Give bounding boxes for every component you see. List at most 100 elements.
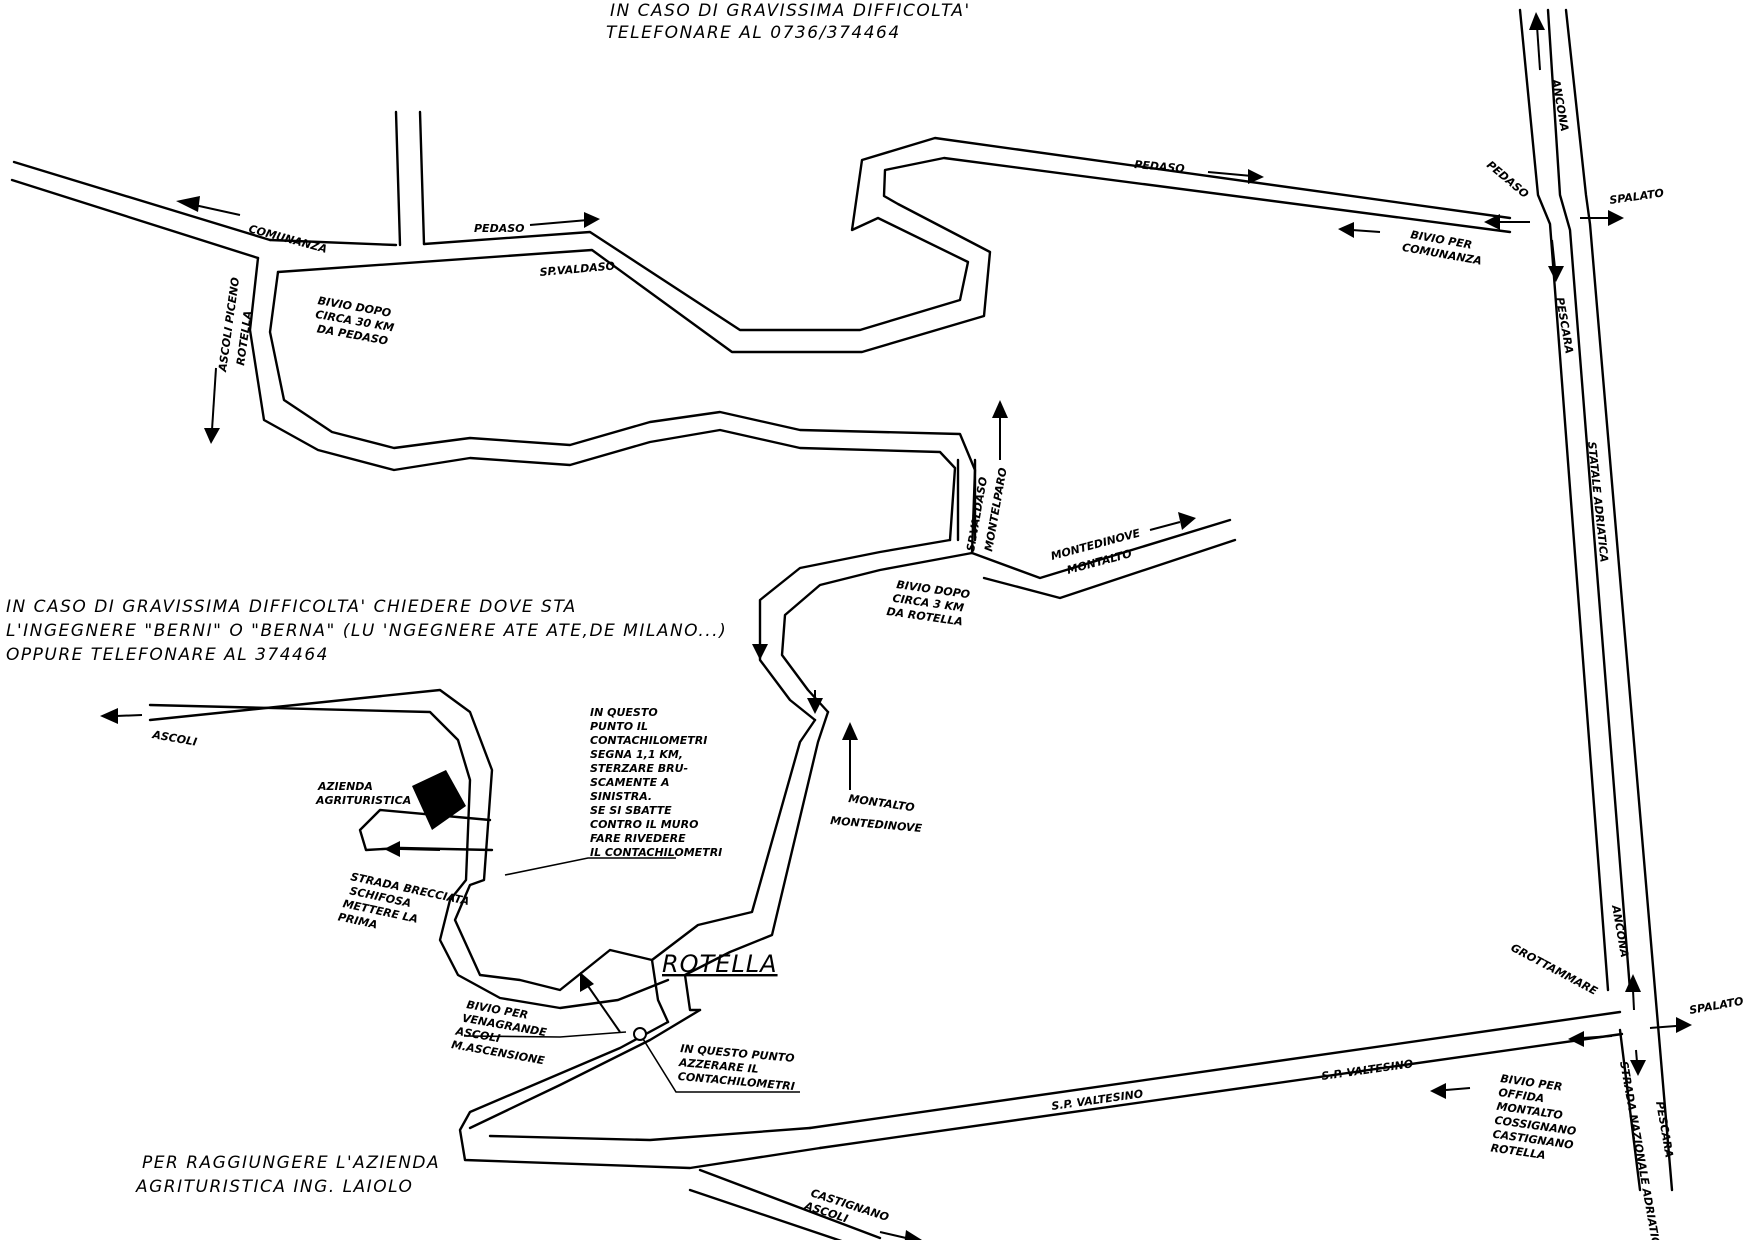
road-connector-south <box>468 1008 812 1142</box>
building-icon <box>412 770 466 830</box>
road-azienda-spur <box>358 808 494 852</box>
label-pescara-1: PESCARA <box>1553 296 1576 354</box>
arrow-azienda <box>384 841 441 857</box>
label-strada-brecciata: STRADA BRECCIATA SCHIFOSA METTERE LA PRI… <box>337 870 471 931</box>
road-montelparo <box>956 458 977 542</box>
road-rotella-descent-west <box>650 718 817 1024</box>
arrow-rotella-diag <box>580 972 621 1033</box>
road-network <box>10 8 1674 1240</box>
label-bivio-30km: BIVIO DOPO CIRCA 30 KM DA PEDASO <box>314 294 395 348</box>
label-pedaso-3: PEDASO <box>1484 158 1531 200</box>
label-strada-nazionale: STRADA NAZIONALE ADRIATICA <box>1617 1060 1664 1240</box>
leader-azzerare <box>639 1033 800 1093</box>
svg-text:FARE RIVEDERE: FARE RIVEDERE <box>590 832 686 845</box>
town-label-rotella: ROTELLA <box>662 950 778 978</box>
label-montalto-2: MONTALTO <box>848 792 916 814</box>
label-ascoli-1: ASCOLI <box>150 728 198 749</box>
svg-text:PUNTO IL: PUNTO IL <box>590 720 648 733</box>
arrow-castignano <box>879 1230 922 1240</box>
arrow-ancona-1 <box>1529 12 1545 71</box>
label-bivio-comunanza: BIVIO PER COMUNANZA <box>1401 228 1483 268</box>
road-statale-east <box>1564 8 1674 1192</box>
label-ancona-2: ANCONA <box>1609 903 1631 958</box>
svg-text:AGRITURISTICA: AGRITURISTICA <box>315 794 411 807</box>
road-statale-mid <box>1546 8 1632 992</box>
label-bivio-venagrande: BIVIO PER VENAGRANDE ASCOLI M.ASCENSIONE <box>450 998 548 1067</box>
svg-text:SE SI SBATTE: SE SI SBATTE <box>590 804 672 817</box>
svg-text:IL CONTACHILOMETRI: IL CONTACHILOMETRI <box>590 846 722 859</box>
svg-text:CONTRO IL MURO: CONTRO IL MURO <box>590 818 698 831</box>
svg-text:OFFIDA: OFFIDA <box>1498 1086 1545 1105</box>
label-pedaso-2: PEDASO <box>1134 158 1185 175</box>
header-line-2: TELEFONARE AL 0736/374464 <box>606 23 901 43</box>
svg-text:SCAMENTE A: SCAMENTE A <box>590 776 670 789</box>
arrow-montelparo <box>992 400 1008 460</box>
road-castignano <box>688 1168 882 1240</box>
bottom-note-line-1: PER RAGGIUNGERE L'AZIENDA <box>142 1153 440 1173</box>
direction-arrows <box>100 12 1692 1240</box>
label-sp-valtesino-2: S.P. VALTESINO <box>1321 1057 1414 1083</box>
svg-text:CONTACHILOMETRI: CONTACHILOMETRI <box>590 734 707 747</box>
road-north-stub <box>394 110 426 247</box>
arrow-comunanza <box>176 196 241 216</box>
arrow-spalato-1 <box>1580 210 1624 226</box>
svg-text:AZIENDA: AZIENDA <box>317 780 373 793</box>
road-statale-south-west <box>1618 1028 1642 1192</box>
label-spalato-1: SPALATO <box>1609 186 1665 207</box>
label-spalato-2: SPALATO <box>1688 995 1744 1017</box>
arrow-grottammare <box>1568 1031 1613 1047</box>
arrow-pescara-2 <box>1630 1049 1646 1076</box>
road-sp-valtesino-south <box>818 1032 1624 1150</box>
road-rotella-descent-east <box>683 710 830 1012</box>
label-comunanza: COMUNANZA <box>247 222 328 255</box>
label-bivio-offida: BIVIO PER OFFIDA MONTALTO COSSIGNANO CAS… <box>1490 1072 1577 1162</box>
label-grottammare: GROTTAMMARE <box>1509 941 1600 998</box>
arrow-pedaso-1 <box>529 212 600 228</box>
arrow-curve-2 <box>807 690 823 714</box>
road-strada-brecciata-outer <box>148 688 654 992</box>
left-note-line-1: IN CASO DI GRAVISSIMA DIFFICOLTA' CHIEDE… <box>6 597 577 617</box>
road-sp-valdaso-upper <box>268 136 1512 332</box>
arrow-montalto-up <box>842 722 858 790</box>
label-contachilometri-note: IN QUESTO PUNTO IL CONTACHILOMETRI SEGNA… <box>590 706 722 859</box>
arrow-rotella-south <box>204 367 220 444</box>
circle-marker-icon[interactable] <box>633 1027 647 1041</box>
left-note-line-3: OPPURE TELEFONARE AL 374464 <box>6 645 329 665</box>
road-montedinove <box>970 518 1237 600</box>
left-note-line-2: L'INGEGNERE "BERNI" O "BERNA" (LU 'NGEGN… <box>6 621 727 641</box>
label-montedinove-2: MONTEDINOVE <box>830 814 923 835</box>
arrow-spalato-2 <box>1649 1017 1692 1033</box>
arrow-comunanza-2 <box>1338 222 1381 238</box>
leader-lines <box>463 857 800 1093</box>
svg-text:STERZARE BRU-: STERZARE BRU- <box>590 762 688 775</box>
arrow-curve-1 <box>752 640 768 660</box>
arrow-ancona-2 <box>1625 974 1641 1011</box>
label-pedaso-1: PEDASO <box>474 222 525 235</box>
arrow-ascoli-1 <box>100 708 143 724</box>
leader-contachilometri <box>504 857 676 876</box>
road-to-rotella-inner <box>780 551 974 714</box>
label-azienda: AZIENDA AGRITURISTICA <box>315 780 411 807</box>
road-sp-valtesino-north <box>808 1010 1622 1130</box>
road-comunanza <box>12 160 272 242</box>
bottom-note-line-2: AGRITURISTICA ING. LAIOLO <box>135 1177 413 1197</box>
road-rotella-loop-outer <box>248 256 957 542</box>
label-statale-adriatica: STATALE ADRIATICA <box>1585 441 1611 563</box>
header-line-1: IN CASO DI GRAVISSIMA DIFFICOLTA' <box>610 1 971 21</box>
arrow-montedinove <box>1149 512 1196 531</box>
label-ancona-1: ANCONA <box>1549 77 1571 132</box>
label-azzerare: IN QUESTO PUNTO AZZERARE IL CONTACHILOME… <box>677 1042 795 1093</box>
svg-text:IN QUESTO: IN QUESTO <box>590 706 658 719</box>
arrow-pedaso-3 <box>1484 214 1530 230</box>
road-strada-brecciata-inner <box>148 703 670 1010</box>
road-comunanza-edge <box>10 178 260 260</box>
label-pescara-2: PESCARA <box>1653 1100 1676 1158</box>
leader-venagrande <box>463 1031 627 1038</box>
label-sp-valdaso-1: SP.VALDASO <box>539 259 615 279</box>
road-to-rotella-outer <box>758 538 952 722</box>
arrow-bivio-offida <box>1430 1083 1471 1099</box>
road-connector-north <box>458 1020 822 1170</box>
road-rotella-loop-inner <box>268 270 977 555</box>
svg-text:SINISTRA.: SINISTRA. <box>590 790 652 803</box>
